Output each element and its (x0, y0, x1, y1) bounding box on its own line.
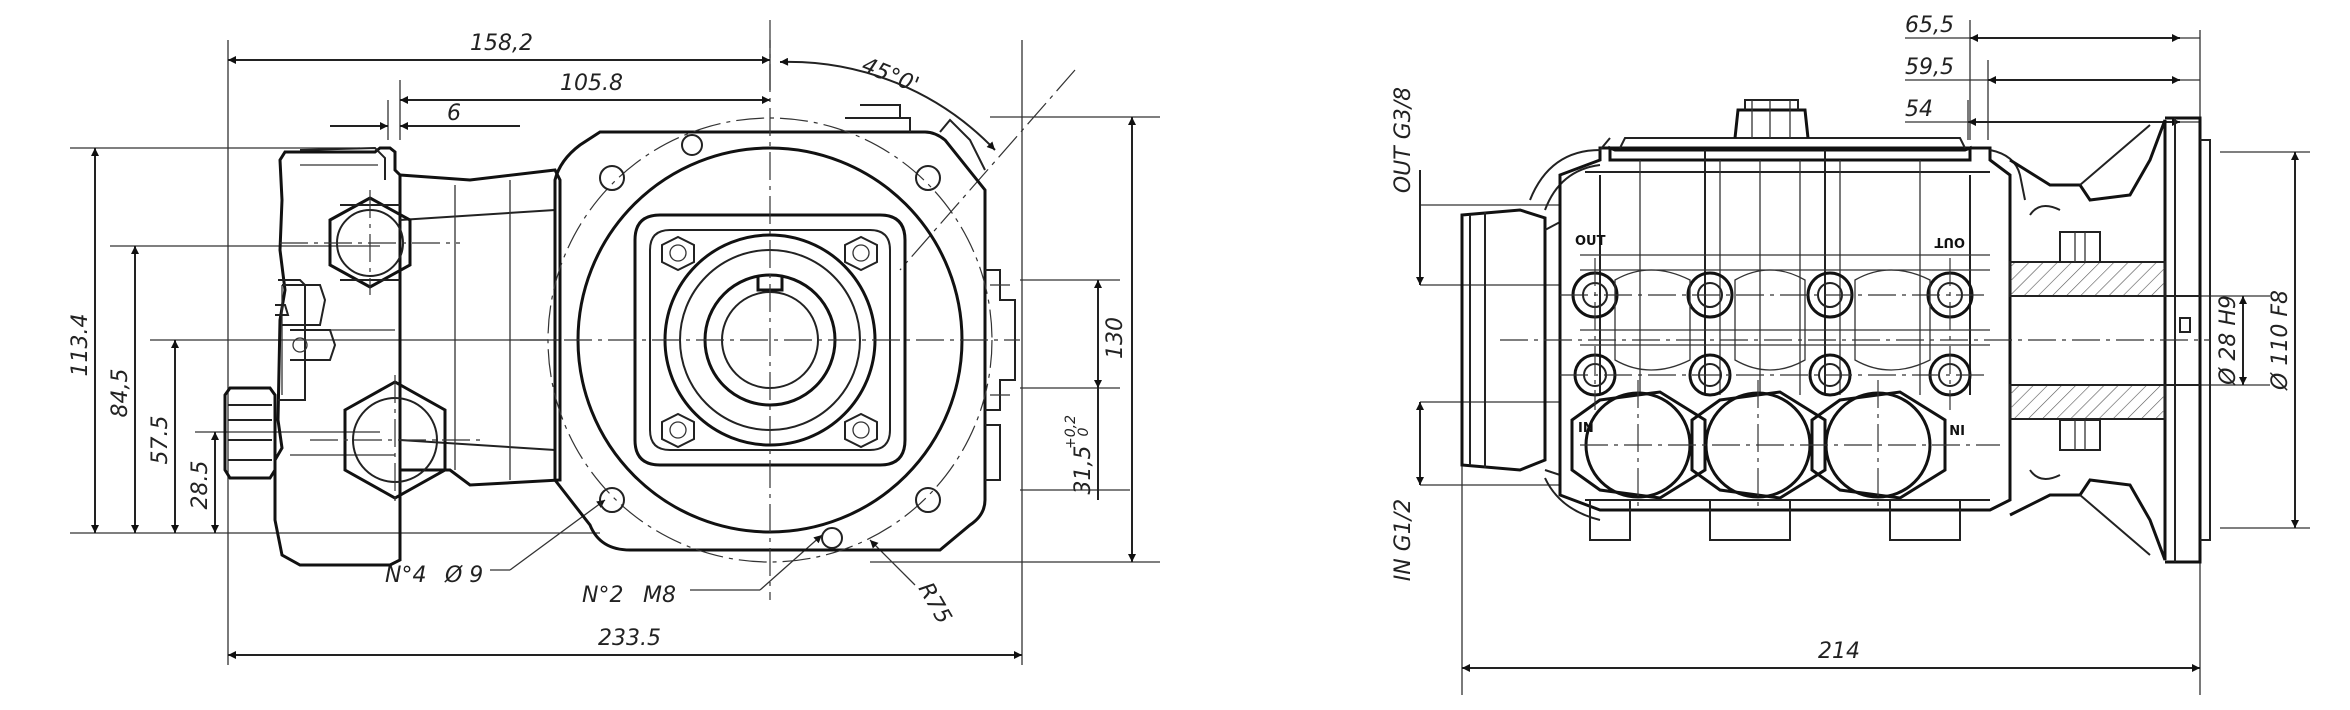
dim-158-text: 158,2 (470, 31, 533, 56)
dim-angle-text: 45°0' (858, 53, 922, 98)
dim-233-text: 233.5 (598, 626, 661, 651)
crankcase-flange (547, 104, 1016, 563)
dim-59-text: 59,5 (1905, 55, 1954, 80)
shaft-section (2009, 261, 2166, 297)
dim-130-text: 130 (1103, 317, 1128, 359)
out-label-left: OUT (1575, 234, 1606, 249)
right-view: 65,5 59,5 54 Ø 28 H9 Ø 110 F8 214 OUT G3… (1391, 13, 2310, 695)
holes-diameter-text: Ø 9 (444, 563, 483, 588)
dim-31-text: 31,5 (1071, 446, 1096, 495)
dim-214-text: 214 (1818, 639, 1860, 664)
out-port-text: OUT G3/8 (1391, 87, 1416, 193)
angle-arc (779, 57, 996, 151)
holes-count-text: N°4 (385, 563, 426, 588)
threads-count-text: N°2 (582, 583, 623, 608)
dim-6-text: 6 (447, 101, 461, 126)
out-label-right: OUT (1934, 234, 1965, 249)
dim-113-text: 113.4 (68, 314, 93, 377)
flange-diameter-text: Ø 110 F8 (2268, 290, 2293, 391)
dim-31-tol-top: +0,2 (1063, 415, 1079, 449)
left-view: 158,2 105.8 6 45°0' 113.4 84,5 57.5 28.5… (68, 20, 1160, 665)
dim-84-text: 84,5 (108, 369, 133, 418)
threads-size-text: M8 (643, 583, 676, 608)
shaft-diameter-text: Ø 28 H9 (2216, 295, 2241, 386)
in-label-right: IN (1949, 421, 1965, 436)
dim-28-text: 28.5 (188, 461, 213, 510)
in-port-text: IN G1/2 (1391, 499, 1416, 581)
dim-65-text: 65,5 (1905, 13, 1954, 38)
dim-57-text: 57.5 (148, 416, 173, 465)
dim-54-text: 54 (1905, 97, 1933, 122)
dim-31-tol-bot: 0 (1076, 427, 1092, 436)
in-label-left: IN (1578, 421, 1594, 436)
radius-text: R75 (913, 579, 956, 629)
dim-105-text: 105.8 (560, 71, 623, 96)
